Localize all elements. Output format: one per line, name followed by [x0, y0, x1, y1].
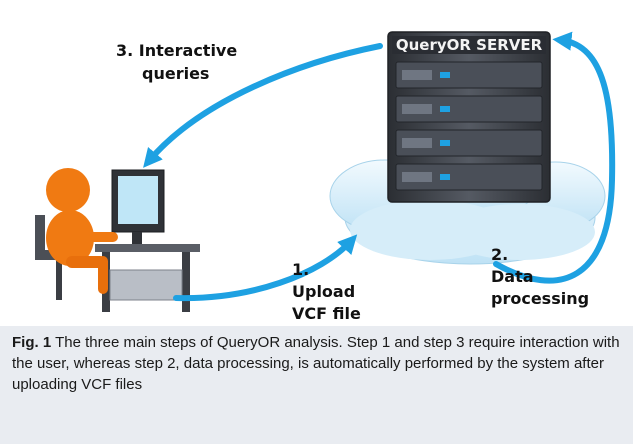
server-unit-1 — [395, 61, 543, 89]
step1-arrow — [173, 234, 358, 302]
server-rack-icon — [387, 31, 551, 203]
step1-label-line1: 1. — [292, 260, 309, 279]
figure-caption: Fig. 1 The three main steps of QueryOR a… — [12, 332, 622, 395]
caption-text: The three main steps of QueryOR analysis… — [12, 334, 620, 393]
server-unit-2 — [395, 95, 543, 123]
caption-box — [0, 326, 633, 444]
step1-label: 1. Upload VCF file — [292, 260, 361, 323]
step1-label-line2: Upload — [292, 282, 355, 301]
step2-label-line1: 2. — [491, 245, 508, 264]
step2-label-line3: processing — [491, 289, 589, 308]
server-unit-3 — [395, 129, 543, 157]
step2-label-line2: Data — [491, 267, 534, 286]
step2-label: 2. Data processing — [491, 245, 589, 308]
server-unit-4 — [395, 163, 543, 191]
step1-label-line3: VCF file — [292, 304, 361, 323]
step3-label-line1: 3. Interactive — [116, 41, 237, 60]
step2-arrow — [493, 31, 616, 284]
server-label: QueryOR SERVER — [396, 36, 543, 54]
step3-label-line2: queries — [142, 64, 209, 83]
user-at-computer-icon — [35, 168, 200, 312]
step3-label: 3. Interactive queries — [116, 41, 243, 83]
step3-arrow — [143, 43, 383, 168]
figure-label: Fig. 1 — [12, 334, 52, 351]
